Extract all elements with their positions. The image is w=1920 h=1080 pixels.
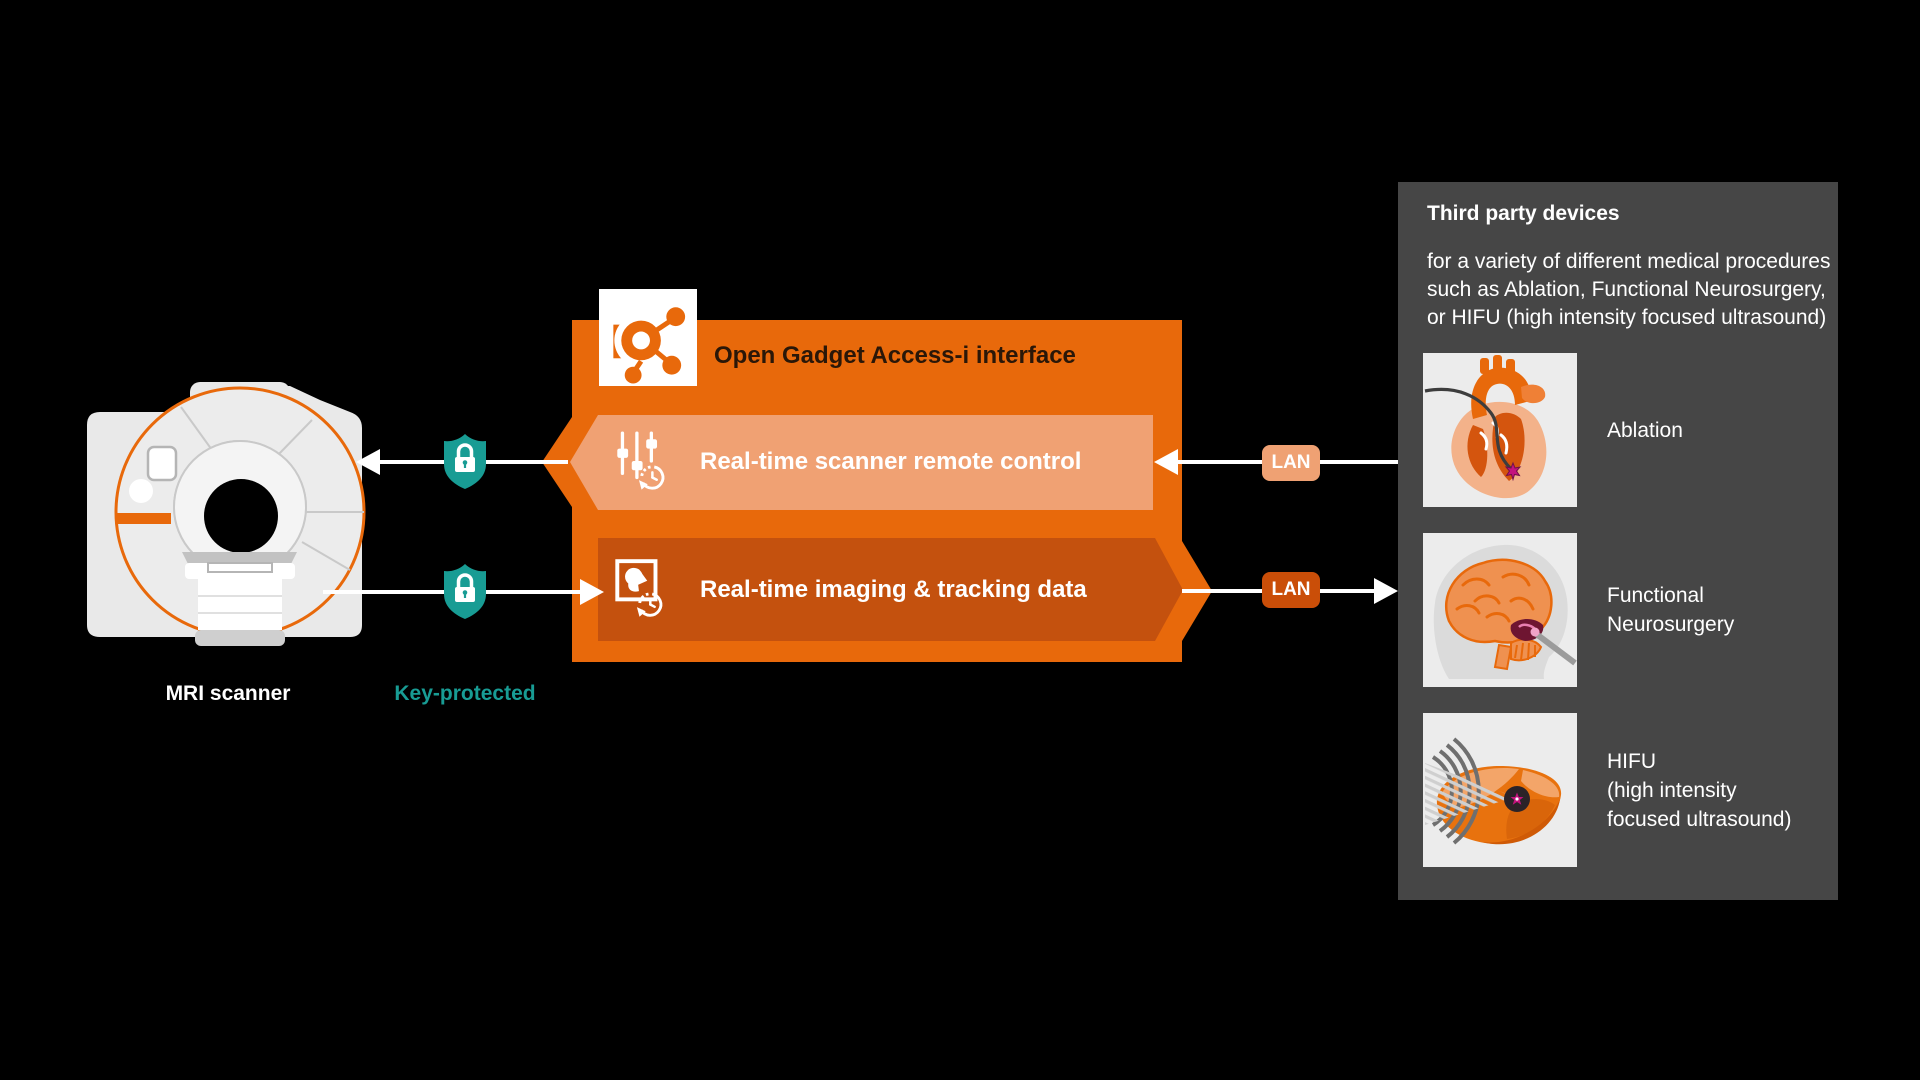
device-card-hifu xyxy=(1423,713,1577,867)
arrowhead-left-to-bar xyxy=(1154,449,1178,475)
device-label-hifu: HIFU (high intensity focused ultrasound) xyxy=(1607,747,1791,834)
device-label-line: Ablation xyxy=(1607,419,1683,442)
lan-badge: LAN xyxy=(1262,445,1320,481)
device-label-line: (high intensity xyxy=(1607,779,1737,802)
arrow-heads xyxy=(356,449,1398,605)
third-party-panel: Third party devices for a variety of dif… xyxy=(1398,182,1838,900)
heart-ablation-illustration xyxy=(1424,355,1547,499)
device-label-line: Functional xyxy=(1607,584,1704,607)
arrowhead-right-to-panel xyxy=(1374,578,1398,604)
imaging-data-label: Real-time imaging & tracking data xyxy=(700,576,1087,603)
open-gadget-network-icon xyxy=(613,307,686,384)
device-label-line: Neurosurgery xyxy=(1607,613,1735,636)
lan-badge: LAN xyxy=(1262,572,1320,608)
key-protected-label: Key-protected xyxy=(394,682,536,705)
device-card-neurosurgery xyxy=(1423,533,1577,687)
description-line: or HIFU (high intensity focused ultrasou… xyxy=(1427,306,1827,329)
brain-neurosurgery-illustration xyxy=(1433,544,1577,679)
arrowhead-left-to-mri xyxy=(356,449,380,475)
third-party-description: for a variety of different medical proce… xyxy=(1427,248,1830,332)
remote-control-label: Real-time scanner remote control xyxy=(700,448,1082,475)
description-line: such as Ablation, Functional Neurosurger… xyxy=(1427,278,1826,301)
device-label-ablation: Ablation xyxy=(1607,416,1683,445)
shield-lock-icon xyxy=(444,564,486,619)
liver-hifu-illustration xyxy=(1425,737,1562,845)
third-party-title: Third party devices xyxy=(1427,202,1620,225)
image-head-realtime-clock-icon xyxy=(615,559,663,617)
interface-title: Open Gadget Access-i interface xyxy=(714,342,1076,369)
device-label-neurosurgery: Functional Neurosurgery xyxy=(1607,581,1734,639)
imaging-data-bar xyxy=(598,538,1183,641)
description-line: for a variety of different medical proce… xyxy=(1427,250,1831,273)
device-label-line: focused ultrasound) xyxy=(1607,808,1792,831)
interface-icon-tile xyxy=(599,289,697,386)
mri-scanner-label: MRI scanner xyxy=(165,682,291,705)
device-label-line: HIFU xyxy=(1607,750,1656,773)
mri-scanner-illustration xyxy=(87,382,366,646)
sliders-realtime-clock-icon xyxy=(617,431,665,490)
shield-lock-icon xyxy=(444,434,486,489)
device-card-ablation xyxy=(1423,353,1577,507)
remote-control-bar xyxy=(570,415,1153,510)
arrowhead-right-to-bar xyxy=(580,579,604,605)
